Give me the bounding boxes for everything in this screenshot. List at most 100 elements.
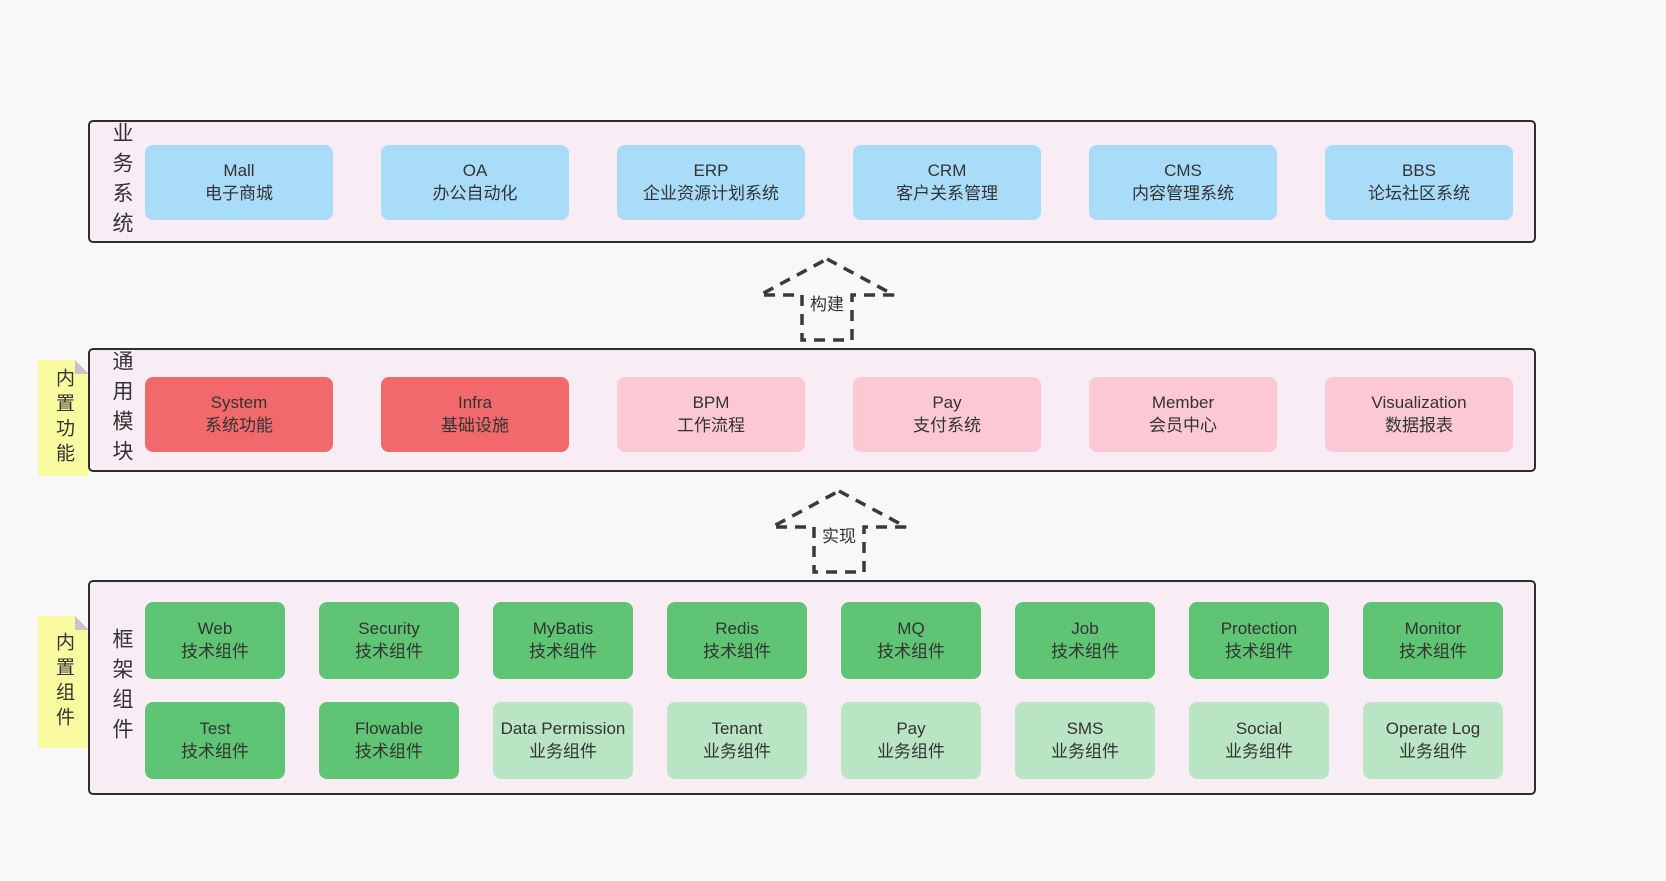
box-desc: 业务组件	[1051, 741, 1119, 761]
box-member: Member 会员中心	[1089, 377, 1277, 452]
arrow-implement: 实现	[769, 487, 909, 575]
box-monitor: Monitor 技术组件	[1363, 602, 1503, 679]
box-name: Test	[199, 719, 231, 739]
box-desc: 技术组件	[1051, 641, 1119, 661]
tag-label: 内置功能	[53, 368, 74, 468]
box-desc: 论坛社区系统	[1368, 183, 1470, 203]
box-name: SMS	[1066, 719, 1104, 739]
box-name: Visualization	[1371, 393, 1467, 413]
box-name: BPM	[692, 393, 730, 413]
box-desc: 企业资源计划系统	[643, 183, 779, 203]
section-label-modules: 通用模块	[110, 350, 133, 470]
modules-boxes-row: System 系统功能 Infra 基础设施 BPM 工作流程 Pay 支付系统…	[145, 377, 1513, 452]
box-name: ERP	[693, 161, 729, 181]
box-desc: 技术组件	[1399, 641, 1467, 661]
folded-corner-icon	[75, 616, 89, 630]
business-boxes-row: Mall 电子商城 OA 办公自动化 ERP 企业资源计划系统 CRM 客户关系…	[145, 145, 1513, 220]
box-desc: 工作流程	[677, 415, 745, 435]
section-business-systems: 业务系统 Mall 电子商城 OA 办公自动化 ERP 企业资源计划系统 CRM…	[88, 120, 1536, 243]
box-erp: ERP 企业资源计划系统	[617, 145, 805, 220]
box-desc: 技术组件	[355, 641, 423, 661]
box-desc: 会员中心	[1149, 415, 1217, 435]
box-desc: 办公自动化	[432, 183, 518, 203]
box-name: Pay	[932, 393, 962, 413]
components-row-1: Web 技术组件 Security 技术组件 MyBatis 技术组件 Redi…	[145, 602, 1503, 679]
box-name: CMS	[1164, 161, 1202, 181]
box-desc: 技术组件	[1225, 641, 1293, 661]
box-desc: 支付系统	[913, 415, 981, 435]
arrow-build-label: 构建	[806, 289, 848, 316]
box-mybatis: MyBatis 技术组件	[493, 602, 633, 679]
box-name: Pay	[896, 719, 926, 739]
box-desc: 电子商城	[205, 183, 273, 203]
box-desc: 业务组件	[703, 741, 771, 761]
box-name: Data Permission	[500, 719, 626, 739]
box-name: Tenant	[711, 719, 763, 739]
box-desc: 技术组件	[181, 741, 249, 761]
arrow-build: 构建	[757, 255, 897, 343]
box-desc: 技术组件	[877, 641, 945, 661]
box-flowable: Flowable 技术组件	[319, 702, 459, 779]
tag-label: 内置组件	[53, 632, 74, 732]
box-name: CRM	[927, 161, 967, 181]
box-desc: 系统功能	[205, 415, 273, 435]
section-label-components: 框架组件	[110, 627, 133, 748]
box-desc: 业务组件	[529, 741, 597, 761]
box-desc: 业务组件	[1399, 741, 1467, 761]
box-desc: 基础设施	[441, 415, 509, 435]
arrow-implement-label: 实现	[818, 521, 860, 548]
box-pay-component: Pay 业务组件	[841, 702, 981, 779]
box-sms: SMS 业务组件	[1015, 702, 1155, 779]
box-name: OA	[462, 161, 488, 181]
box-desc: 技术组件	[181, 641, 249, 661]
components-row-2: Test 技术组件 Flowable 技术组件 Data Permission …	[145, 702, 1503, 779]
box-data-permission: Data Permission 业务组件	[493, 702, 633, 779]
box-name: Social	[1235, 719, 1283, 739]
box-test: Test 技术组件	[145, 702, 285, 779]
box-desc: 客户关系管理	[896, 183, 998, 203]
box-operate-log: Operate Log 业务组件	[1363, 702, 1503, 779]
box-redis: Redis 技术组件	[667, 602, 807, 679]
box-mall: Mall 电子商城	[145, 145, 333, 220]
section-label-business: 业务系统	[110, 121, 133, 242]
box-name: Operate Log	[1385, 719, 1481, 739]
box-desc: 技术组件	[355, 741, 423, 761]
box-name: Infra	[457, 393, 493, 413]
box-desc: 业务组件	[1225, 741, 1293, 761]
box-desc: 技术组件	[703, 641, 771, 661]
box-mq: MQ 技术组件	[841, 602, 981, 679]
dashed-up-arrow-icon	[759, 257, 895, 342]
box-name: MyBatis	[532, 619, 594, 639]
box-name: MQ	[897, 619, 925, 639]
box-name: System	[210, 393, 268, 413]
box-name: Monitor	[1404, 619, 1462, 639]
folded-corner-icon	[75, 360, 89, 374]
box-cms: CMS 内容管理系统	[1089, 145, 1277, 220]
box-infra: Infra 基础设施	[381, 377, 569, 452]
box-name: Job	[1071, 619, 1099, 639]
box-name: BBS	[1401, 161, 1437, 181]
box-bpm: BPM 工作流程	[617, 377, 805, 452]
section-framework-components: 框架组件 Web 技术组件 Security 技术组件 MyBatis 技术组件…	[88, 580, 1536, 795]
box-visualization: Visualization 数据报表	[1325, 377, 1513, 452]
section-common-modules: 通用模块 System 系统功能 Infra 基础设施 BPM 工作流程 Pay…	[88, 348, 1536, 472]
box-security: Security 技术组件	[319, 602, 459, 679]
box-desc: 内容管理系统	[1132, 183, 1234, 203]
box-protection: Protection 技术组件	[1189, 602, 1329, 679]
box-pay-module: Pay 支付系统	[853, 377, 1041, 452]
box-name: Member	[1151, 393, 1215, 413]
box-name: Mall	[223, 161, 255, 181]
box-bbs: BBS 论坛社区系统	[1325, 145, 1513, 220]
box-name: Flowable	[354, 719, 424, 739]
box-name: Protection	[1220, 619, 1298, 639]
box-desc: 业务组件	[877, 741, 945, 761]
box-name: Security	[358, 619, 420, 639]
box-name: Redis	[715, 619, 759, 639]
box-system: System 系统功能	[145, 377, 333, 452]
box-crm: CRM 客户关系管理	[853, 145, 1041, 220]
dashed-up-arrow-icon	[771, 489, 907, 574]
box-desc: 技术组件	[529, 641, 597, 661]
box-oa: OA 办公自动化	[381, 145, 569, 220]
box-name: Web	[197, 619, 233, 639]
box-desc: 数据报表	[1385, 415, 1453, 435]
